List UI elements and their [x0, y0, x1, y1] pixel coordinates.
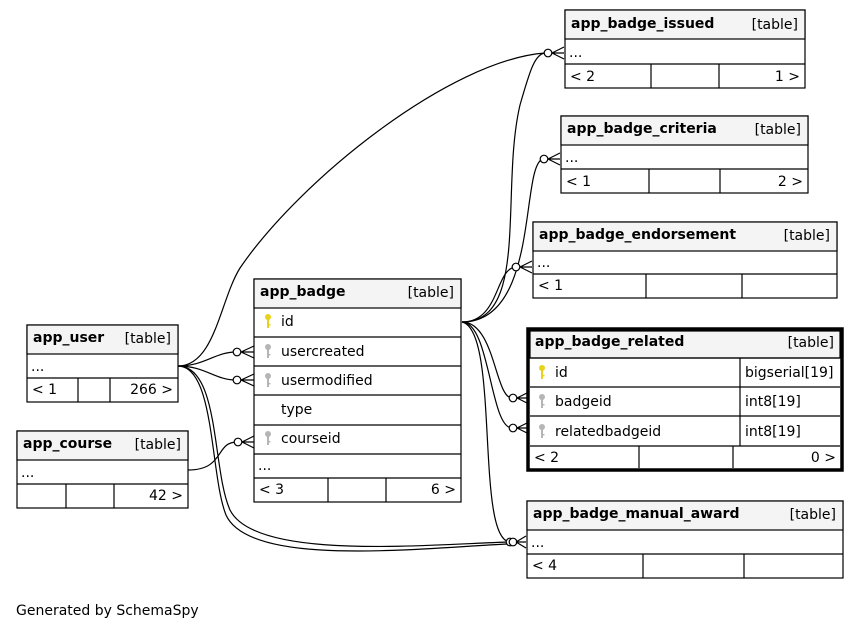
children-nav[interactable]: 42 > [149, 488, 183, 504]
table-app-badge-issued[interactable]: app_badge_issued [table] ... < 2 1 > [564, 9, 806, 89]
column-row: courseid [265, 431, 341, 447]
table-title: app_badge [260, 284, 346, 300]
column-row: type [281, 402, 312, 418]
relationship-edges [177, 46, 565, 552]
more-columns-ellipsis: ... [537, 255, 550, 271]
edge-badge-to-manual-award [461, 321, 511, 543]
more-columns-ellipsis: ... [258, 458, 271, 474]
children-nav[interactable]: 2 > [778, 174, 803, 190]
table-title: app_badge_related [535, 334, 684, 350]
column-row: badgeid int8[19] [539, 394, 801, 410]
table-title: app_course [23, 436, 112, 452]
column-name: courseid [281, 431, 341, 447]
edge-user-to-manual-award-a [177, 365, 509, 548]
column-row: relatedbadgeid int8[19] [539, 424, 801, 440]
table-app-badge-endorsement[interactable]: app_badge_endorsement [table] ... < 1 [532, 221, 838, 299]
edge-course-to-courseid [187, 441, 238, 471]
generated-by-footer: Generated by SchemaSpy [16, 603, 199, 619]
column-name: usermodified [281, 373, 373, 389]
table-app-badge-related[interactable]: app_badge_related [table] id bigserial[1… [526, 327, 844, 472]
edge-user-to-usermodified [177, 365, 237, 381]
more-columns-ellipsis: ... [531, 535, 544, 551]
edge-badge-to-criteria [461, 158, 544, 323]
table-type-label: [table] [784, 228, 830, 244]
table-app-badge[interactable]: app_badge [table] id usercreated usermod… [253, 278, 462, 503]
edge-user-to-usercreated [177, 351, 237, 367]
edge-user-to-badge-issued [177, 52, 546, 367]
more-columns-ellipsis: ... [565, 150, 578, 166]
table-app-badge-manual-award[interactable]: app_badge_manual_award [table] ... < 4 [526, 500, 844, 579]
column-name: type [281, 402, 312, 418]
parents-nav[interactable]: < 1 [538, 278, 563, 294]
children-nav[interactable]: 6 > [431, 482, 456, 498]
column-name: id [555, 365, 568, 381]
edge-user-to-manual-award-b [177, 365, 509, 552]
table-type-label: [table] [788, 335, 834, 351]
table-title: app_badge_issued [571, 16, 714, 32]
edge-badge-to-related-badgeid [461, 321, 513, 399]
parents-nav[interactable]: < 1 [566, 174, 591, 190]
table-type-label: [table] [752, 17, 798, 33]
column-row: id [265, 314, 294, 330]
column-row: usermodified [265, 373, 373, 389]
more-columns-ellipsis: ... [569, 45, 582, 61]
table-type-label: [table] [790, 507, 836, 523]
table-type-label: [table] [125, 331, 171, 347]
column-type: int8[19] [745, 424, 801, 440]
column-name: badgeid [555, 394, 612, 410]
column-type: int8[19] [745, 394, 801, 410]
parents-nav[interactable]: < 4 [532, 558, 557, 574]
column-row: usercreated [265, 344, 365, 360]
table-app-badge-criteria[interactable]: app_badge_criteria [table] ... < 1 2 > [560, 115, 809, 194]
table-title: app_badge_manual_award [533, 506, 739, 522]
table-app-user[interactable]: app_user [table] ... < 1 266 > [26, 324, 179, 403]
crows-foot-markers [232, 46, 565, 549]
parents-nav[interactable]: < 2 [570, 69, 595, 85]
column-name: id [281, 314, 294, 330]
table-app-course[interactable]: app_course [table] ... 42 > [16, 430, 189, 509]
edge-badge-to-badge-issued [461, 52, 546, 323]
column-type: bigserial[19] [745, 365, 833, 381]
parents-nav[interactable]: < 3 [259, 482, 284, 498]
column-name: relatedbadgeid [555, 424, 661, 440]
more-columns-ellipsis: ... [21, 465, 34, 481]
column-name: usercreated [281, 344, 365, 360]
edge-badge-to-related-relatedbadgeid [461, 321, 513, 429]
table-title: app_badge_criteria [567, 121, 717, 137]
column-row: id bigserial[19] [539, 365, 833, 381]
children-nav[interactable]: 0 > [811, 450, 836, 466]
table-type-label: [table] [408, 285, 454, 301]
children-nav[interactable]: 266 > [130, 382, 173, 398]
table-type-label: [table] [755, 122, 801, 138]
table-title: app_user [33, 330, 104, 346]
parents-nav[interactable]: < 1 [32, 382, 57, 398]
table-type-label: [table] [135, 437, 181, 453]
children-nav[interactable]: 1 > [775, 69, 800, 85]
edge-badge-to-endorsement [461, 266, 517, 323]
more-columns-ellipsis: ... [31, 359, 44, 375]
table-title: app_badge_endorsement [539, 227, 736, 243]
parents-nav[interactable]: < 2 [534, 450, 559, 466]
